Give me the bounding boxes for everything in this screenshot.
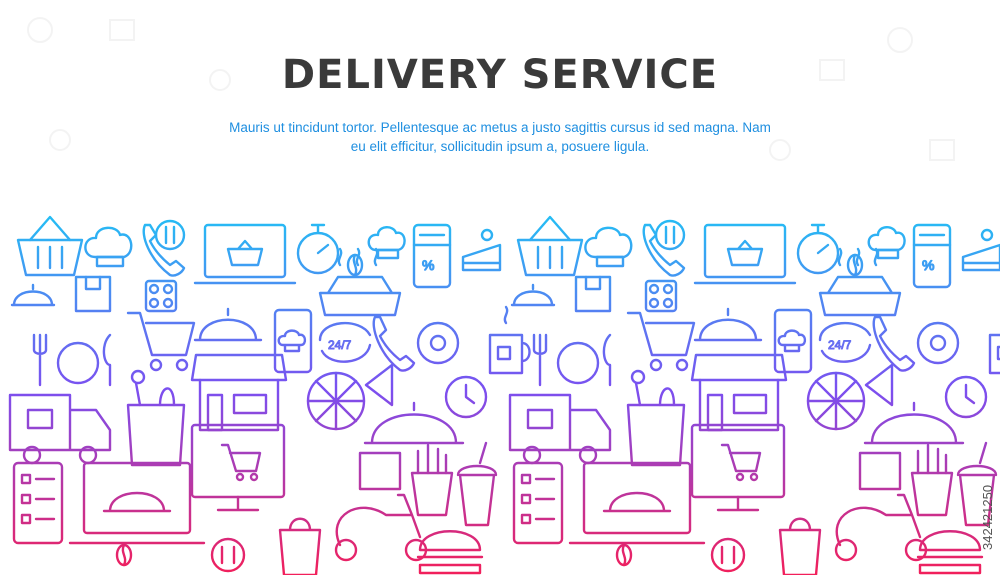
- background-pattern: [27, 17, 955, 161]
- stock-watermark: 342421250: [980, 484, 995, 550]
- page-title: DELIVERY SERVICE: [281, 52, 719, 98]
- banner-header: DELIVERY SERVICE Mauris ut tincidunt tor…: [0, 0, 1000, 200]
- page-subtitle: Mauris ut tincidunt tortor. Pellentesque…: [229, 120, 771, 154]
- delivery-icon-pattern: %: [8, 215, 1000, 575]
